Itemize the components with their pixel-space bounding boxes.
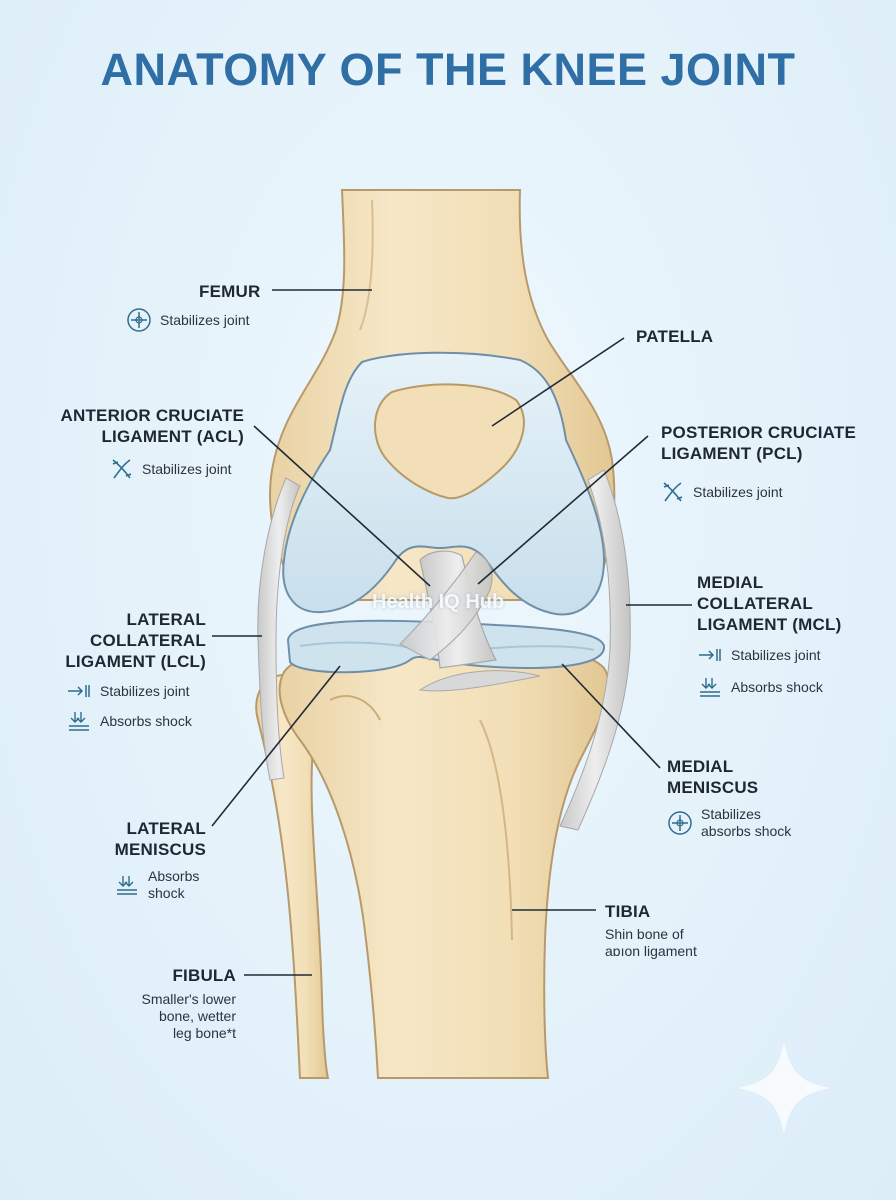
tibia-bone bbox=[278, 638, 610, 1079]
pcl-ligament bbox=[399, 551, 493, 661]
acl-desc: Stabilizes joint bbox=[110, 456, 232, 482]
lcl-desc-shock: Absorbs shock bbox=[66, 710, 192, 732]
mcl-ligament bbox=[559, 469, 631, 831]
tibia-label: TIBIA bbox=[605, 902, 651, 921]
mcl-desc-stabilize: Stabilizes joint bbox=[697, 646, 821, 664]
pcl-desc: Stabilizes joint bbox=[661, 479, 783, 505]
acl-label: ANTERIOR CRUCIATE LIGAMENT (ACL) bbox=[60, 406, 244, 446]
medial-meniscus-label: MEDIAL MENISCUS bbox=[667, 757, 759, 797]
lateral-meniscus-leader bbox=[211, 665, 341, 827]
medial-meniscus-desc: Stabilizes absorbs shock bbox=[667, 806, 791, 840]
shock-arrows-icon bbox=[69, 712, 89, 731]
cross-circle-icon bbox=[127, 308, 151, 332]
tibia-desc: Shin bone of aɒıon ligament bbox=[605, 926, 697, 959]
stabilize-arrows-icon bbox=[68, 685, 90, 697]
lcl-label: LATERAL COLLATERAL LIGAMENT (LCL) bbox=[65, 610, 206, 671]
ligament-cross-icon bbox=[663, 482, 683, 502]
shock-arrows-icon bbox=[117, 876, 137, 895]
mcl-label: MEDIAL COLLATERAL LIGAMENT (MCL) bbox=[697, 573, 842, 634]
lcl-desc-stabilize: Stabilizes joint bbox=[66, 682, 190, 700]
patella-bone bbox=[373, 383, 525, 500]
femur-desc: Stabilizes joint bbox=[126, 307, 250, 333]
pcl-leader bbox=[477, 435, 649, 585]
lateral-meniscus-label: LATERAL MENISCUS bbox=[114, 819, 206, 859]
femur-label: FEMUR bbox=[199, 282, 261, 301]
ligament-cross-icon bbox=[112, 459, 132, 479]
shock-arrows-icon bbox=[700, 678, 720, 697]
lcl-ligament bbox=[257, 477, 301, 781]
stabilize-arrows-icon bbox=[699, 649, 721, 661]
medial-meniscus-leader bbox=[561, 663, 661, 769]
patella-leader bbox=[491, 337, 625, 427]
acl-leader bbox=[253, 425, 431, 587]
fibula-label: FIBULA bbox=[172, 966, 236, 985]
cross-circle-icon bbox=[668, 811, 692, 835]
lateral-meniscus-desc: Absorbs shock bbox=[114, 868, 199, 902]
pcl-label: POSTERIOR CRUCIATE LIGAMENT (PCL) bbox=[661, 423, 857, 463]
fibula-desc: Smaller's lower bone, wetter leg bone*t bbox=[141, 991, 236, 1041]
mcl-desc-shock: Absorbs shock bbox=[697, 676, 823, 698]
page-title: ANATOMY OF THE KNEE JOINT bbox=[100, 44, 796, 95]
watermark: Health IQ Hub bbox=[372, 591, 505, 613]
patella-label: PATELLA bbox=[636, 327, 714, 346]
sparkle-icon bbox=[738, 1042, 830, 1134]
